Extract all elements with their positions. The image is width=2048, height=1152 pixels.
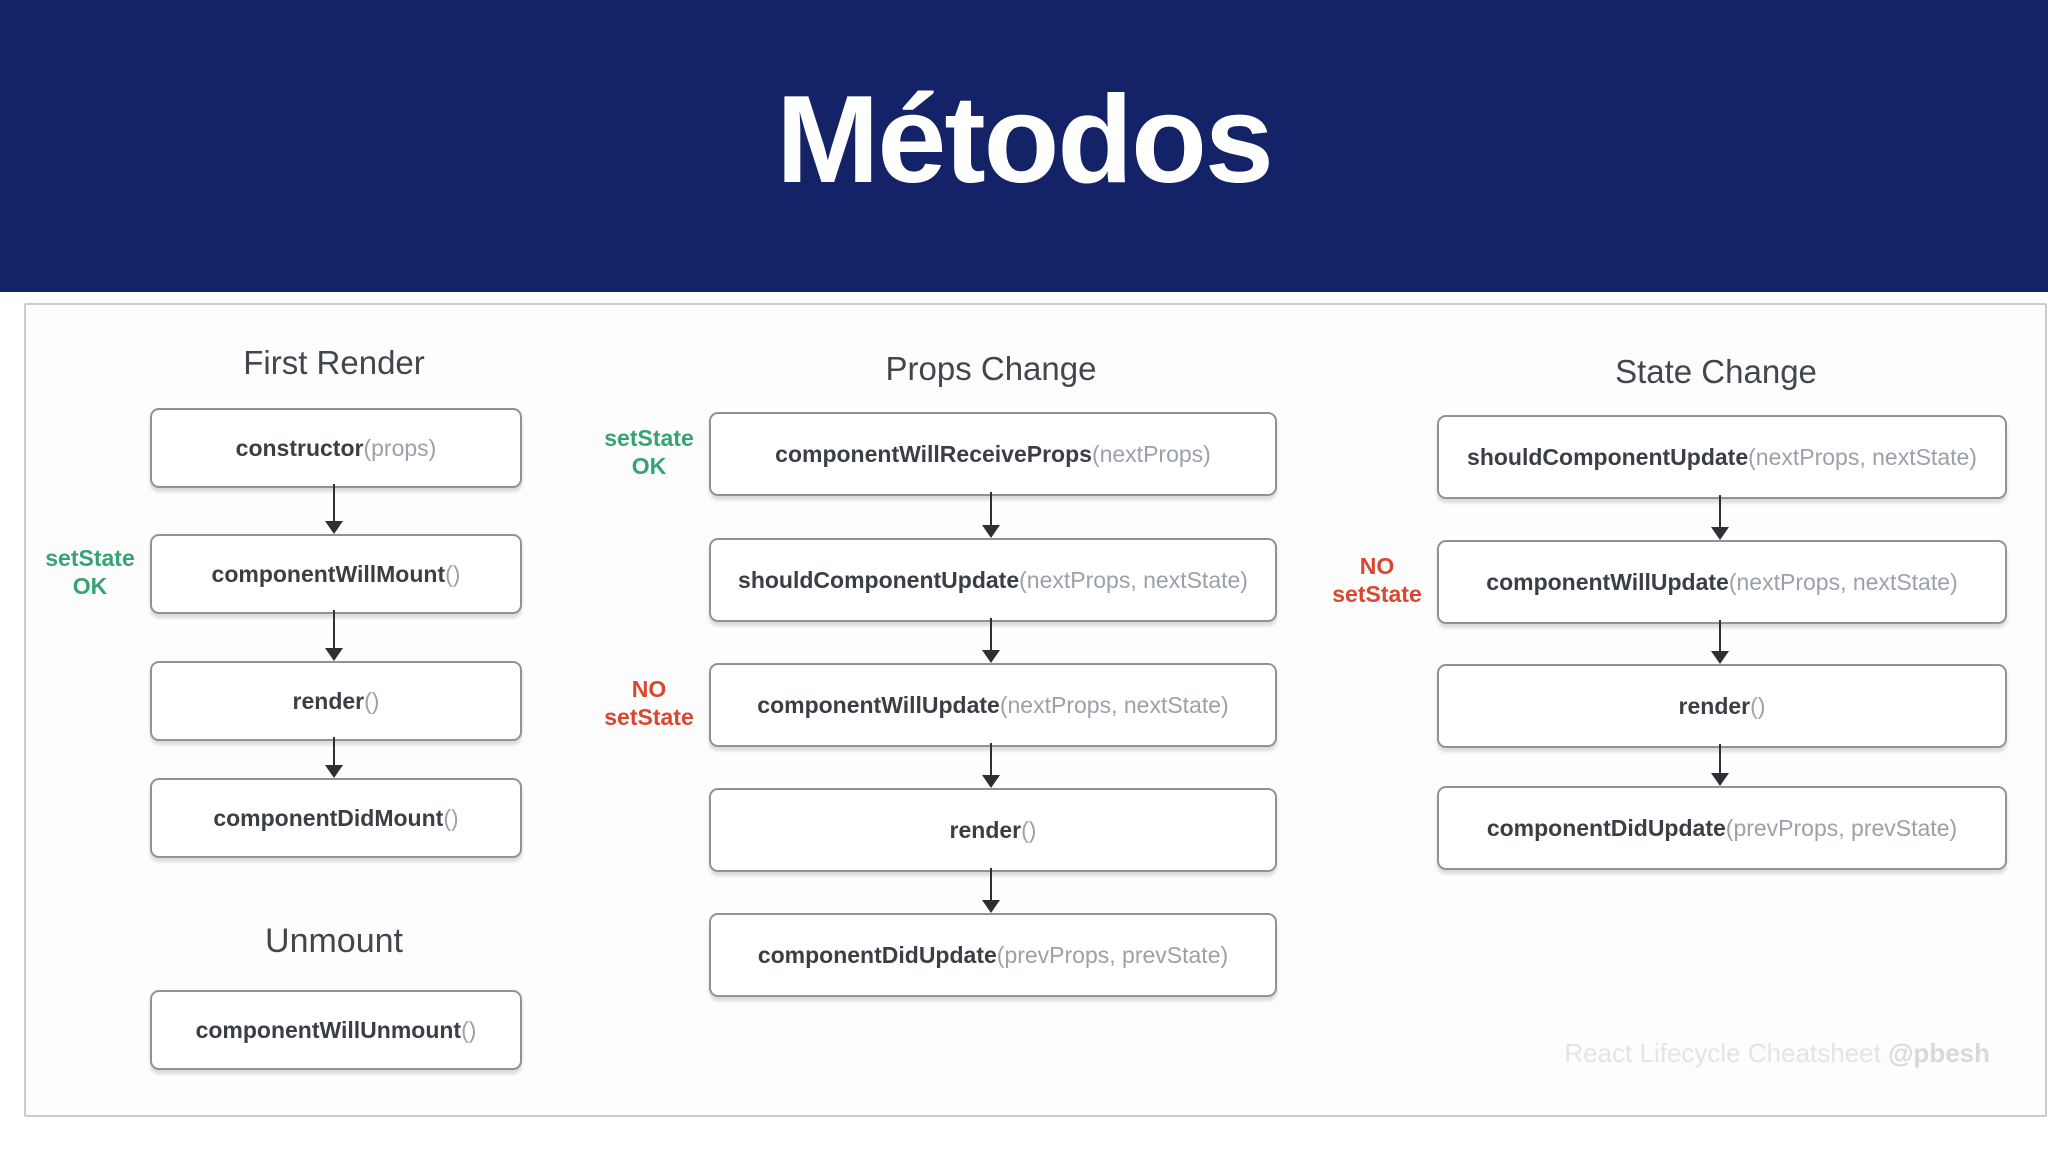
arrow-down-icon xyxy=(1711,495,1729,540)
method-name: render xyxy=(1678,692,1751,719)
box-componentDidUpdate: componentDidUpdate(prevProps, prevState) xyxy=(709,913,1277,997)
method-args: () xyxy=(1750,692,1766,719)
no-setstate-label-line: setState xyxy=(1332,581,1422,607)
method-args: (props) xyxy=(363,434,437,461)
method-args: (nextProps, nextState) xyxy=(1728,568,1958,595)
method-args: (nextProps, nextState) xyxy=(999,691,1229,718)
arrow-down-icon xyxy=(325,484,343,534)
box-componentDidUpdate: componentDidUpdate(prevProps, prevState) xyxy=(1437,786,2007,870)
arrow-shaft xyxy=(1719,744,1721,773)
box-shouldComponentUpdate: shouldComponentUpdate(nextProps, nextSta… xyxy=(709,538,1277,622)
arrow-shaft xyxy=(990,743,992,775)
setstate-ok-label-line: setState xyxy=(45,545,135,571)
method-name: shouldComponentUpdate xyxy=(1467,443,1749,470)
method-args: (prevProps, prevState) xyxy=(1725,814,1958,841)
no-setstate-label-line: setState xyxy=(604,704,694,730)
box-componentDidMount: componentDidMount() xyxy=(150,778,522,858)
method-args: () xyxy=(1021,816,1037,843)
method-name: componentWillReceiveProps xyxy=(775,440,1092,467)
method-args: (prevProps, prevState) xyxy=(996,941,1229,968)
arrow-head xyxy=(1711,773,1729,786)
arrow-shaft xyxy=(1719,620,1721,651)
method-args: () xyxy=(461,1016,477,1043)
method-name: componentDidUpdate xyxy=(1486,814,1726,841)
setstate-ok-label-line: setState xyxy=(604,425,694,451)
no-setstate-label-line: NO xyxy=(1359,553,1395,579)
method-name: componentWillUpdate xyxy=(757,691,1000,718)
unmount-title: Unmount xyxy=(265,922,403,960)
arrow-head xyxy=(325,521,343,534)
arrow-shaft xyxy=(990,868,992,900)
method-name: componentDidMount xyxy=(213,804,444,831)
method-name: componentWillUnmount xyxy=(195,1016,462,1043)
method-args: () xyxy=(443,804,459,831)
box-componentWillUnmount: componentWillUnmount() xyxy=(150,990,522,1070)
arrow-shaft xyxy=(333,737,335,765)
method-args: (nextProps, nextState) xyxy=(1748,443,1977,470)
arrow-shaft xyxy=(333,484,335,521)
box-render: render() xyxy=(709,788,1277,872)
arrow-shaft xyxy=(990,492,992,525)
arrow-down-icon xyxy=(982,743,1000,788)
box-render: render() xyxy=(1437,664,2007,748)
column-title-state-change: State Change xyxy=(1615,353,1817,390)
watermark-handle: @pbesh xyxy=(1888,1038,1990,1068)
arrow-shaft xyxy=(1719,495,1721,527)
arrow-down-icon xyxy=(982,868,1000,913)
arrow-down-icon xyxy=(325,737,343,778)
watermark: React Lifecycle Cheatsheet @pbesh xyxy=(1564,1038,1990,1069)
watermark-text: React Lifecycle Cheatsheet xyxy=(1564,1038,1889,1068)
box-componentWillReceiveProps: componentWillReceiveProps(nextProps) xyxy=(709,412,1277,496)
method-name: render xyxy=(949,816,1022,843)
method-args: () xyxy=(364,687,380,714)
method-name: render xyxy=(292,687,365,714)
arrow-head xyxy=(325,648,343,661)
arrow-down-icon xyxy=(1711,744,1729,786)
no-setstate-label-line: NO xyxy=(631,676,667,702)
box-shouldComponentUpdate: shouldComponentUpdate(nextProps, nextSta… xyxy=(1437,415,2007,499)
setstate-ok-label-line: OK xyxy=(631,453,667,479)
arrow-shaft xyxy=(990,618,992,650)
arrow-down-icon xyxy=(982,618,1000,663)
method-name: shouldComponentUpdate xyxy=(738,566,1020,593)
arrow-head xyxy=(982,525,1000,538)
arrow-head xyxy=(325,765,343,778)
slide-header: Métodos xyxy=(0,0,2048,292)
column-title-props-change: Props Change xyxy=(885,350,1097,387)
box-render: render() xyxy=(150,661,522,741)
arrow-head xyxy=(982,900,1000,913)
method-args: () xyxy=(445,560,461,587)
box-componentWillUpdate: componentWillUpdate(nextProps, nextState… xyxy=(1437,540,2007,624)
arrow-head xyxy=(982,775,1000,788)
arrow-down-icon xyxy=(1711,620,1729,664)
box-componentWillMount: componentWillMount() xyxy=(150,534,522,614)
arrow-head xyxy=(1711,651,1729,664)
method-name: componentWillMount xyxy=(211,560,446,587)
method-args: (nextProps) xyxy=(1091,440,1211,467)
arrow-head xyxy=(1711,527,1729,540)
setstate-ok-label-line: OK xyxy=(72,573,108,599)
method-name: componentDidUpdate xyxy=(757,941,997,968)
method-name: constructor xyxy=(235,434,364,461)
arrow-shaft xyxy=(333,610,335,648)
arrow-down-icon xyxy=(982,492,1000,538)
column-title-first-render: First Render xyxy=(243,344,425,381)
slide-title: Métodos xyxy=(776,71,1274,209)
arrow-head xyxy=(982,650,1000,663)
box-constructor: constructor(props) xyxy=(150,408,522,488)
method-args: (nextProps, nextState) xyxy=(1019,566,1248,593)
arrow-down-icon xyxy=(325,610,343,661)
method-name: componentWillUpdate xyxy=(1486,568,1729,595)
box-componentWillUpdate: componentWillUpdate(nextProps, nextState… xyxy=(709,663,1277,747)
